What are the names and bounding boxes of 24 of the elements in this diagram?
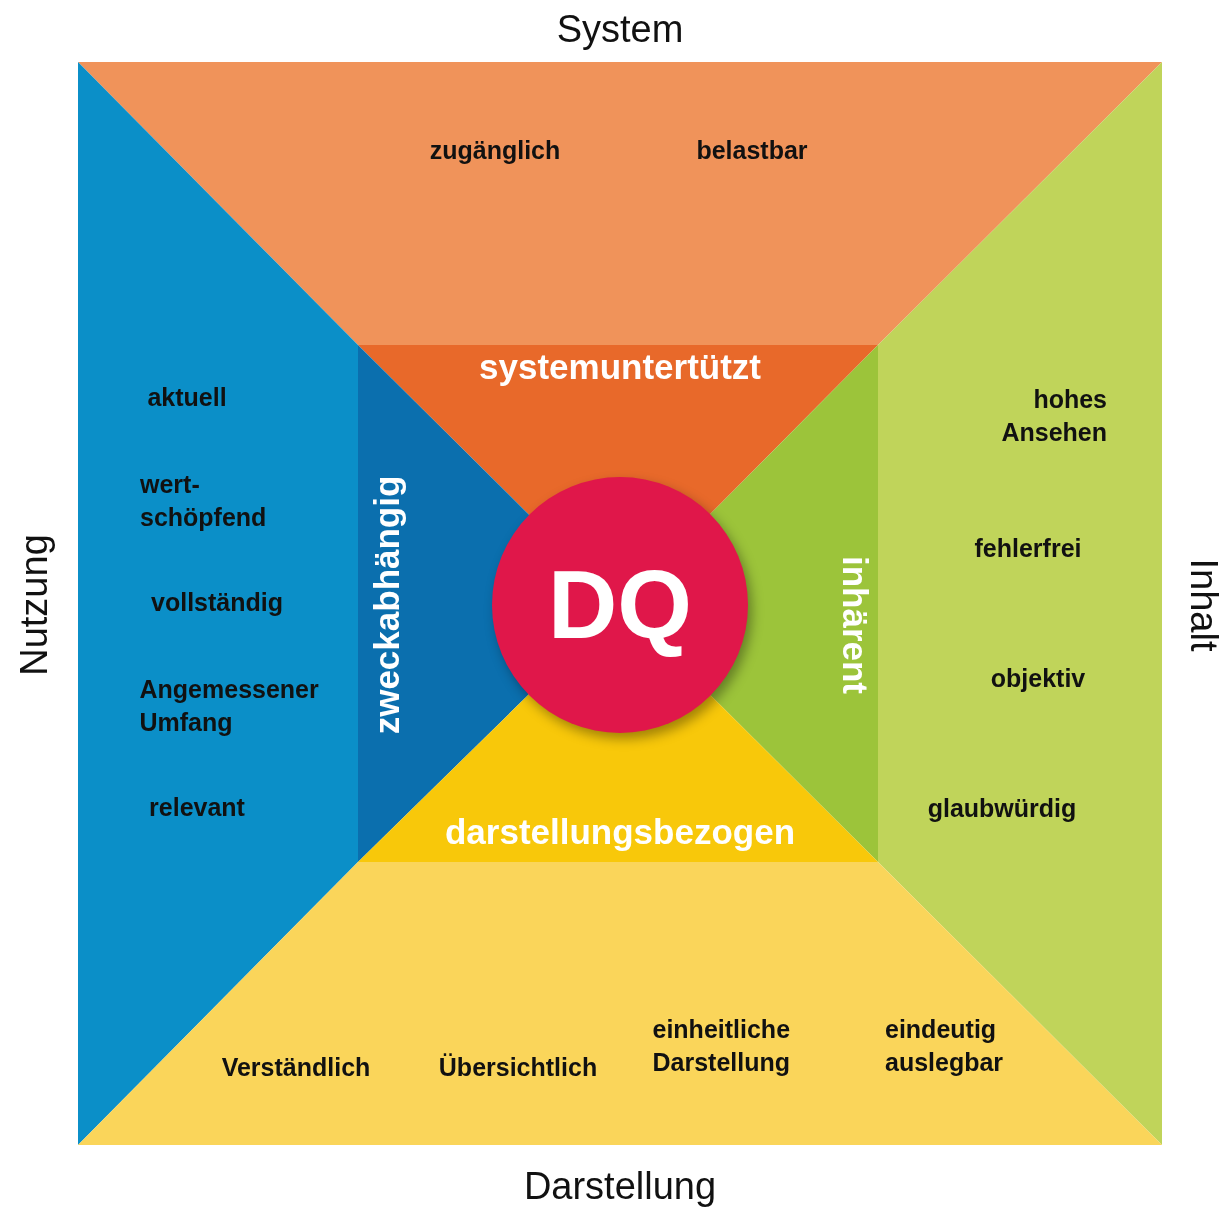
attribute-label: Angemessener Umfang [139, 673, 320, 738]
attribute-label: zugänglich [429, 134, 561, 166]
attribute-label: belastbar [696, 134, 808, 166]
category-label: zweckabhängig [366, 475, 408, 735]
attribute-label: fehlerfrei [974, 532, 1082, 564]
center-label: DQ [548, 549, 692, 660]
category-label: darstellungsbezogen [444, 811, 796, 854]
attribute-label: einheitliche Darstellung [652, 1013, 792, 1078]
section-heading: Nutzung [12, 534, 57, 676]
attribute-label: glaubwürdig [927, 792, 1077, 824]
category-label: inhärent [834, 555, 876, 695]
attribute-label: relevant [149, 791, 245, 823]
section-heading: Inhalt [1181, 558, 1222, 652]
attribute-label: eindeutig auslegbar [885, 1013, 1005, 1078]
category-label: systemuntertützt [479, 346, 761, 389]
attribute-label: objektiv [990, 662, 1086, 694]
section-heading: Darstellung [523, 1164, 717, 1210]
attribute-label: hohes Ansehen [1000, 383, 1107, 447]
attribute-label: Übersichtlich [438, 1051, 598, 1083]
attribute-label: wert-schöpfend [140, 468, 268, 533]
attribute-label: vollständig [151, 586, 283, 618]
section-heading: System [556, 7, 684, 53]
attribute-label: aktuell [147, 381, 227, 413]
attribute-label: Verständlich [221, 1051, 371, 1083]
